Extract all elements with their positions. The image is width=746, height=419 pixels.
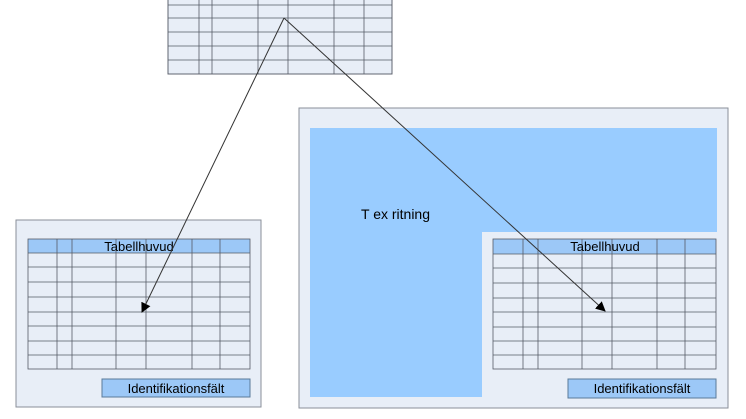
left-sheet: Tabellhuvud Identifikationsfält	[15, 219, 262, 408]
arrow-to-right-table	[283, 17, 606, 312]
left-id-field: Identifikationsfält	[101, 378, 251, 398]
table-border	[167, 0, 393, 75]
left-table-header	[28, 239, 250, 253]
right-table-header	[493, 239, 716, 254]
right-id-field-box	[567, 378, 717, 399]
right-table-header-label: Tabellhuvud	[570, 239, 639, 254]
left-id-field-box	[101, 378, 251, 398]
right-table-grid	[492, 238, 717, 370]
right-sheet: T ex ritning Tabellhuvud Identifikations…	[298, 107, 729, 409]
table-border	[492, 238, 717, 370]
source-table	[167, 0, 393, 75]
left-table-header-label: Tabellhuvud	[104, 239, 173, 254]
table-border	[27, 238, 251, 370]
drawing-area	[310, 128, 717, 397]
source-table-grid	[167, 0, 393, 75]
left-id-field-label: Identifikationsfält	[128, 381, 225, 396]
drawing-area-label: T ex ritning	[361, 206, 430, 222]
right-table: Tabellhuvud	[492, 238, 717, 370]
right-id-field: Identifikationsfält	[567, 378, 717, 399]
right-id-field-label: Identifikationsfält	[594, 381, 691, 396]
arrow-to-left-table	[141, 17, 285, 313]
source-table-frame	[167, 0, 393, 75]
